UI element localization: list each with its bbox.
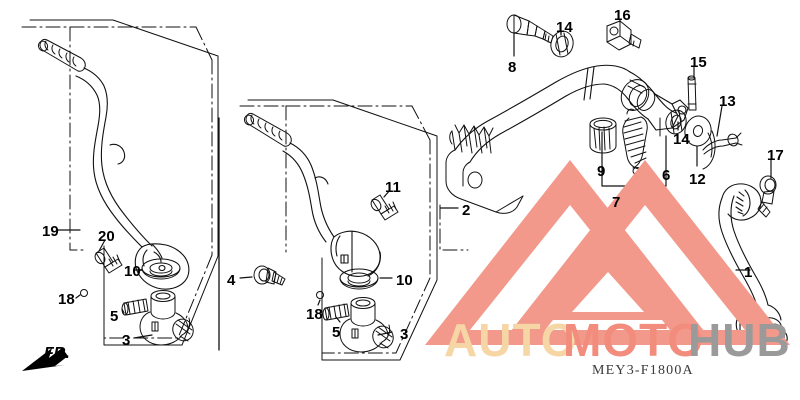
- callout-14a: 14: [556, 19, 573, 36]
- callout-3b: 3: [400, 326, 409, 343]
- callout-12: 12: [689, 171, 706, 188]
- callout-20: 20: [98, 228, 115, 245]
- callout-3a: 3: [122, 332, 131, 349]
- diagram-code: MEY3-F1800A: [592, 363, 694, 378]
- callout-15: 15: [690, 54, 707, 71]
- callout-11: 11: [385, 179, 401, 196]
- callout-9: 9: [597, 163, 606, 180]
- callout-10a: 10: [124, 263, 141, 280]
- callout-19: 19: [42, 223, 59, 240]
- callout-7: 7: [612, 194, 621, 211]
- callout-18a: 18: [58, 291, 75, 308]
- watermark-auto: AUTO: [444, 314, 578, 366]
- callout-17: 17: [767, 147, 784, 164]
- callout-10b: 10: [396, 272, 413, 289]
- callout-16: 16: [614, 7, 631, 24]
- callout-13: 13: [719, 93, 736, 110]
- callout-14b: 14: [673, 131, 690, 148]
- callout-18b: 18: [306, 306, 323, 323]
- watermark-hub: HUB: [688, 314, 791, 366]
- callout-2: 2: [462, 202, 471, 219]
- callout-5b: 5: [332, 324, 341, 341]
- callout-5a: 5: [110, 308, 119, 325]
- watermark-moto: MOTO: [563, 314, 705, 366]
- callout-8: 8: [508, 59, 517, 76]
- callout-1: 1: [744, 264, 753, 281]
- callout-6: 6: [662, 167, 671, 184]
- callout-4: 4: [227, 272, 236, 289]
- front-marker-label: FR.: [44, 345, 70, 362]
